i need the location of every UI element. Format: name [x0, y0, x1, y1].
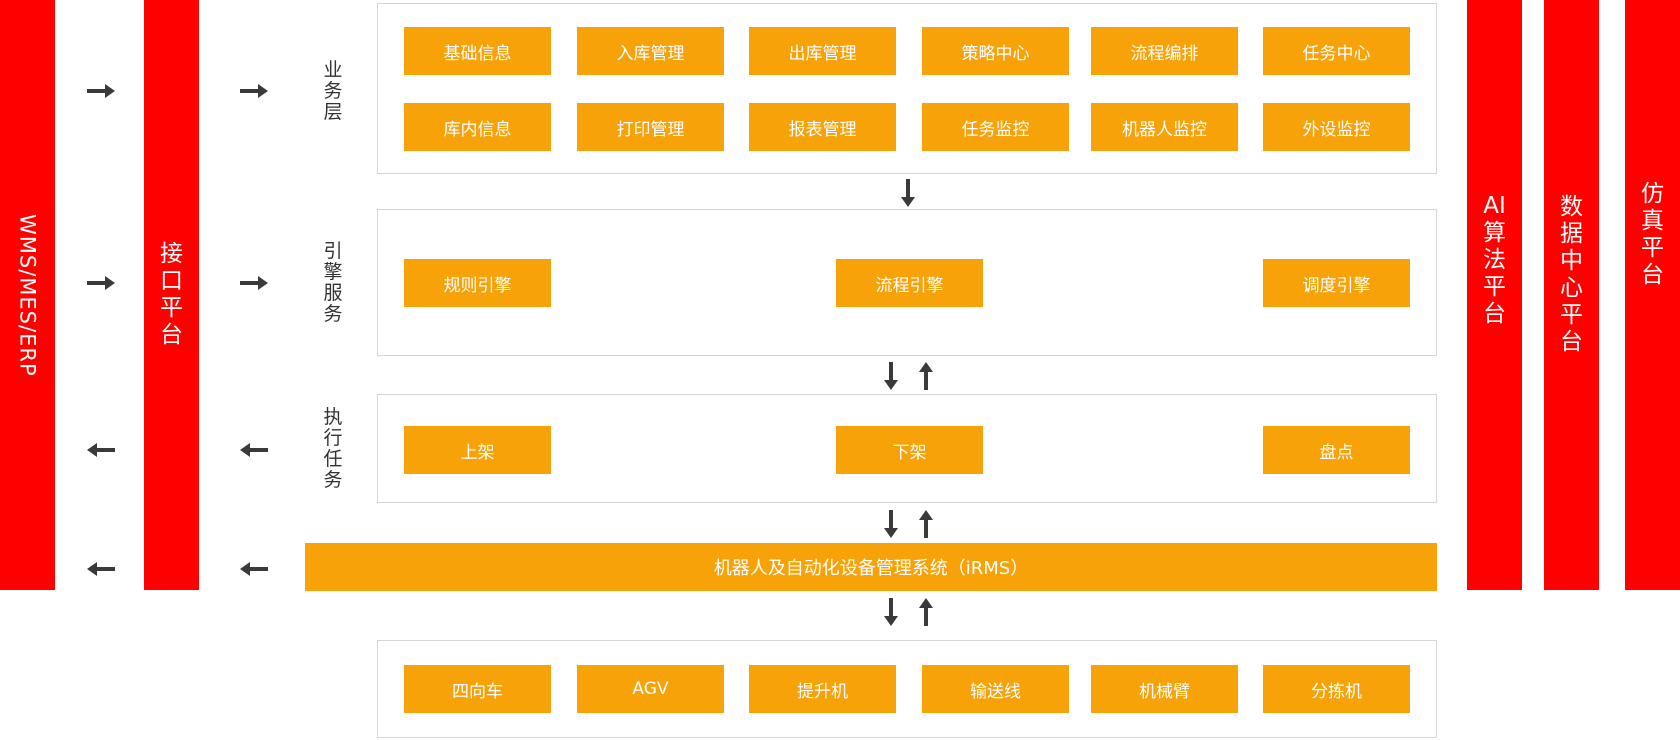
arrow-right-icon	[87, 84, 115, 98]
engine-layer-panel: 规则引擎 流程引擎 调度引擎	[377, 209, 1437, 356]
task-box: 上架	[404, 426, 551, 474]
engine-layer-label: 引 擎 服 务	[323, 240, 343, 325]
arrow-left-icon	[240, 562, 268, 576]
module-box: 任务中心	[1263, 27, 1410, 75]
arrow-down-icon	[884, 598, 898, 626]
execution-layer-panel: 上架 下架 盘点	[377, 394, 1437, 503]
wms-mes-erp-bar: WMS/MES/ERP	[0, 0, 55, 590]
module-box: 流程编排	[1091, 27, 1238, 75]
module-box: 策略中心	[922, 27, 1069, 75]
module-box: 任务监控	[922, 103, 1069, 151]
module-box: 打印管理	[577, 103, 724, 151]
arrow-down-icon	[901, 179, 915, 207]
module-box: 外设监控	[1263, 103, 1410, 151]
arrow-left-icon	[240, 443, 268, 457]
arrow-right-icon	[240, 276, 268, 290]
arrow-down-icon	[884, 362, 898, 390]
wms-mes-erp-label: WMS/MES/ERP	[15, 213, 40, 377]
device-box: AGV	[577, 665, 724, 713]
execution-layer-label: 执 行 任 务	[323, 406, 343, 491]
simulation-bar: 仿 真 平 台	[1625, 0, 1680, 590]
ai-platform-label: AI 算 法 平 台	[1483, 192, 1506, 327]
arrow-up-icon	[919, 598, 933, 626]
business-layer-label: 业 务 层	[323, 59, 343, 123]
arrow-right-icon	[87, 276, 115, 290]
task-box: 下架	[836, 426, 983, 474]
business-layer-panel: 基础信息 入库管理 出库管理 策略中心 流程编排 任务中心 库内信息 打印管理 …	[377, 3, 1437, 174]
arrow-down-icon	[884, 510, 898, 538]
engine-box: 调度引擎	[1263, 259, 1410, 307]
module-box: 出库管理	[749, 27, 896, 75]
arrow-left-icon	[87, 562, 115, 576]
arrow-up-icon	[919, 510, 933, 538]
device-box: 输送线	[922, 665, 1069, 713]
data-center-bar: 数 据 中 心 平 台	[1544, 0, 1599, 590]
interface-platform-label: 接 口 平 台	[160, 241, 183, 348]
arrow-up-icon	[919, 362, 933, 390]
arrow-left-icon	[87, 443, 115, 457]
device-box: 分拣机	[1263, 665, 1410, 713]
module-box: 库内信息	[404, 103, 551, 151]
module-box: 基础信息	[404, 27, 551, 75]
interface-platform-bar: 接 口 平 台	[144, 0, 199, 590]
module-box: 入库管理	[577, 27, 724, 75]
arrow-right-icon	[240, 84, 268, 98]
engine-box: 流程引擎	[836, 259, 983, 307]
engine-box: 规则引擎	[404, 259, 551, 307]
device-box: 机械臂	[1091, 665, 1238, 713]
simulation-label: 仿 真 平 台	[1641, 181, 1664, 288]
module-box: 报表管理	[749, 103, 896, 151]
device-box: 四向车	[404, 665, 551, 713]
task-box: 盘点	[1263, 426, 1410, 474]
ai-platform-bar: AI 算 法 平 台	[1467, 0, 1522, 590]
module-box: 机器人监控	[1091, 103, 1238, 151]
device-box: 提升机	[749, 665, 896, 713]
data-center-label: 数 据 中 心 平 台	[1560, 194, 1583, 355]
irms-bar: 机器人及自动化设备管理系统（iRMS）	[305, 543, 1437, 591]
devices-panel: 四向车 AGV 提升机 输送线 机械臂 分拣机	[377, 640, 1437, 738]
